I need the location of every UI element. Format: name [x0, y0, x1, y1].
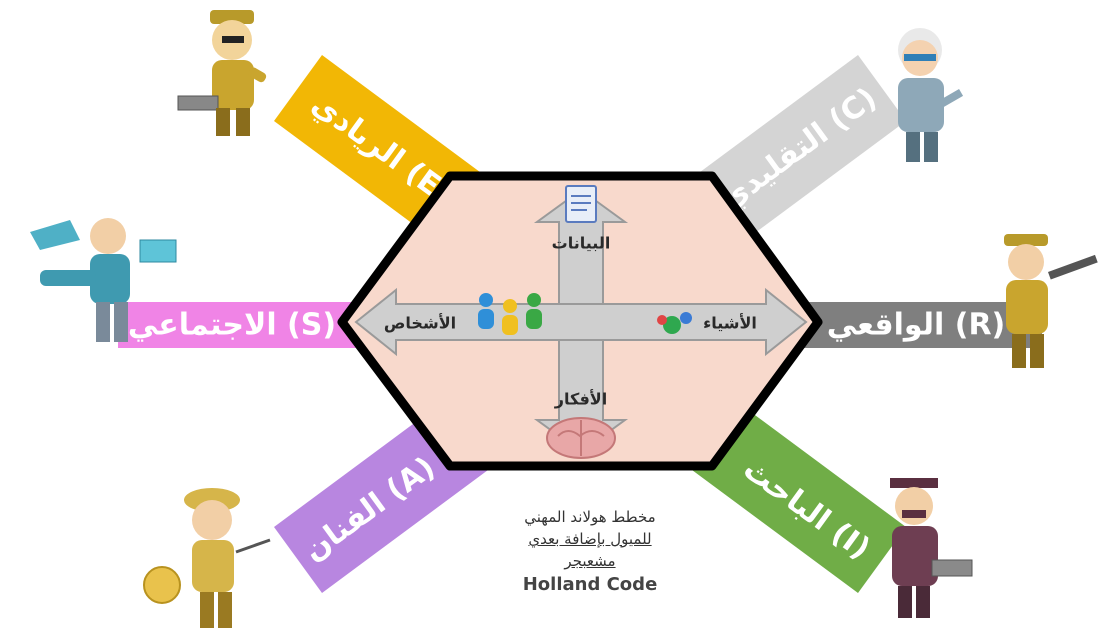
caption-line-1: مخطط هولاند المهني: [440, 506, 740, 528]
document-icon: [566, 186, 596, 222]
figure-investigative: [890, 478, 972, 618]
caption-line-3: مشعبجر: [440, 550, 740, 572]
caption-holland-code: Holland Code: [440, 574, 740, 596]
axis-label-people: الأشخاص: [384, 314, 456, 333]
figure-enterprising: [178, 10, 268, 136]
figure-realistic: [1004, 234, 1098, 368]
band-social-label: الاجتماعي (S): [128, 308, 336, 343]
caption-line-2: للميول بإضافة بعدي: [440, 528, 740, 550]
figure-artistic: [144, 488, 270, 628]
brain-icon: [547, 418, 615, 458]
band-realistic-label: الواقعي (R): [827, 308, 1006, 343]
axis-label-things: الأشياء: [703, 314, 757, 333]
diagram-caption: مخطط هولاند المهني للميول بإضافة بعدي مش…: [440, 506, 740, 596]
axis-label-ideas: الأفكار: [554, 390, 607, 409]
figure-conventional: [898, 28, 963, 162]
axis-label-data: البيانات: [552, 234, 611, 253]
